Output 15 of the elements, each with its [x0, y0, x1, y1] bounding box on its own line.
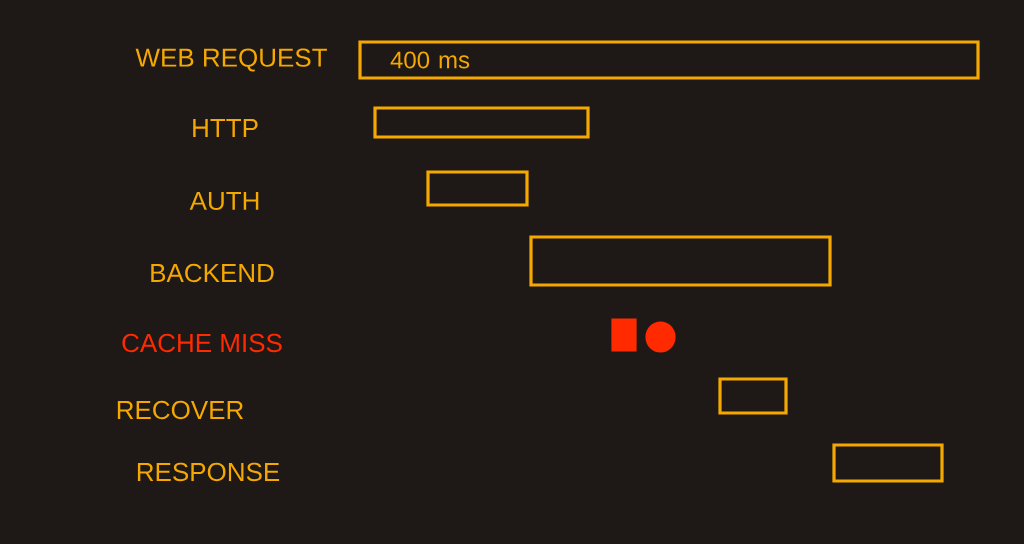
timeline-bar [832, 443, 944, 483]
timeline-bar [718, 377, 788, 415]
row-label: WEB REQUEST [135, 48, 327, 72]
row-label: RECOVER [117, 400, 244, 420]
timeline-bar [373, 106, 590, 139]
row-label: CACHE MISS [122, 333, 282, 353]
row-label: BACKEND [151, 263, 274, 283]
timeline-bar: 400 ms [358, 40, 980, 80]
event-marker [611, 318, 637, 352]
row-label: AUTH [189, 191, 259, 211]
timeline-bar [529, 235, 832, 287]
row-label: RESPONSE [137, 462, 280, 482]
row-label: HTTP [193, 119, 258, 137]
event-dot [645, 321, 676, 353]
timeline-bar [426, 170, 529, 207]
